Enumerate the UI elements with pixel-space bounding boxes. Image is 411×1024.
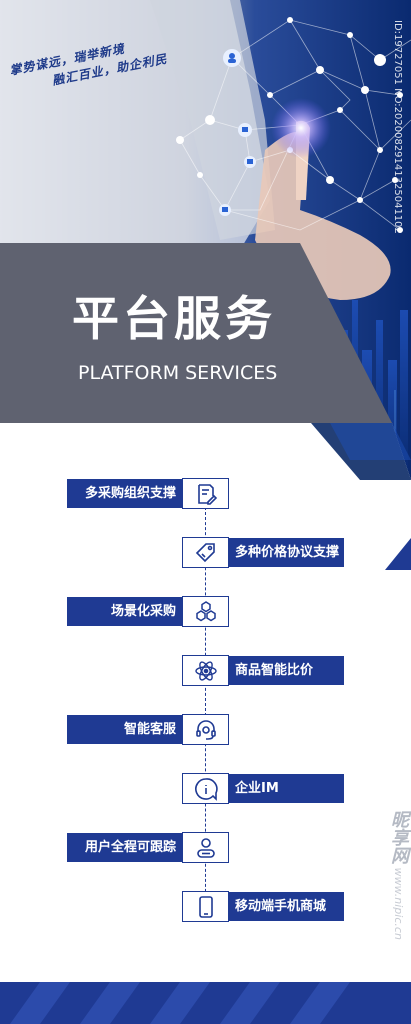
title-band xyxy=(0,243,411,480)
mobile-phone-icon xyxy=(182,891,229,922)
chat-info-icon xyxy=(182,773,229,804)
service-label: 用户全程可跟踪 xyxy=(67,833,182,862)
price-tag-icon xyxy=(182,537,229,568)
service-item: 商品智能比价 xyxy=(182,655,344,687)
service-item: 用户全程可跟踪 xyxy=(67,832,229,864)
timeline-line xyxy=(205,507,206,907)
service-item: 企业IM xyxy=(182,773,344,805)
service-label: 商品智能比价 xyxy=(229,656,344,685)
document-edit-icon xyxy=(182,478,229,509)
headset-icon xyxy=(182,714,229,745)
user-icon xyxy=(182,832,229,863)
site-watermark-url: www.nipic.cn xyxy=(392,867,405,940)
service-label: 智能客服 xyxy=(67,715,182,744)
right-accent-shape xyxy=(385,538,411,570)
service-item: 场景化采购 xyxy=(67,596,229,628)
page-title: 平台服务 xyxy=(72,292,276,347)
service-label: 移动端手机商城 xyxy=(229,892,344,921)
image-id-watermark: ID:19727051 NO:20200829141325041102 xyxy=(392,20,403,234)
service-item: 多采购组织支撑 xyxy=(67,478,229,510)
atom-icon xyxy=(182,655,229,686)
site-watermark: 昵享网 www.nipic.cn xyxy=(385,810,409,1010)
hexagons-icon xyxy=(182,596,229,627)
service-item: 多种价格协议支撑 xyxy=(182,537,344,569)
bottom-stripe xyxy=(0,982,411,1024)
service-item: 移动端手机商城 xyxy=(182,891,344,923)
service-label: 多种价格协议支撑 xyxy=(229,538,344,567)
service-label: 多采购组织支撑 xyxy=(67,479,182,508)
page-subtitle: PLATFORM SERVICES xyxy=(78,362,278,384)
service-item: 智能客服 xyxy=(67,714,229,746)
service-label: 场景化采购 xyxy=(67,597,182,626)
site-watermark-brand: 昵享网 xyxy=(388,810,409,864)
service-label: 企业IM xyxy=(229,774,344,803)
